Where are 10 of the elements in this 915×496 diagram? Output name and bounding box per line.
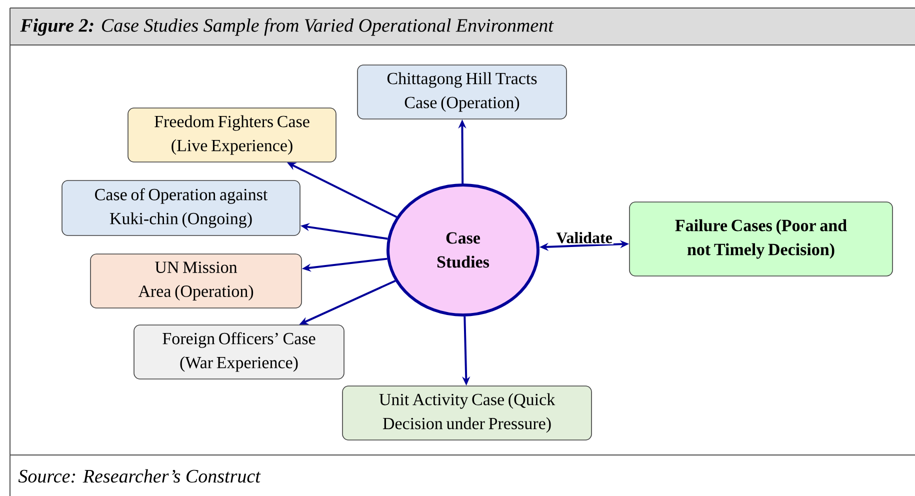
case-box: Failure Cases (Poor and not Timely Decision) bbox=[629, 202, 893, 276]
case-box: Foreign Officers’ Case (War Experience) bbox=[134, 324, 344, 380]
source-note: Source: Researcher’s Construct bbox=[18, 469, 261, 483]
case-box: Chittagong Hill Tracts Case (Operation) bbox=[357, 64, 567, 120]
case-box: Unit Activity Case (Quick Decision under Pressure) bbox=[342, 386, 592, 440]
edge-label: Validate bbox=[555, 230, 614, 244]
case-box: UN Mission Area (Operation) bbox=[90, 254, 302, 308]
case-box: Case of Operation against Kuki-chin (Ongoing) bbox=[62, 180, 300, 236]
case-box: Freedom Fighters Case (Live Experience) bbox=[128, 108, 336, 162]
figure-title: Figure 2: Case Studies Sample from Varied Operational Environment bbox=[20, 18, 554, 36]
